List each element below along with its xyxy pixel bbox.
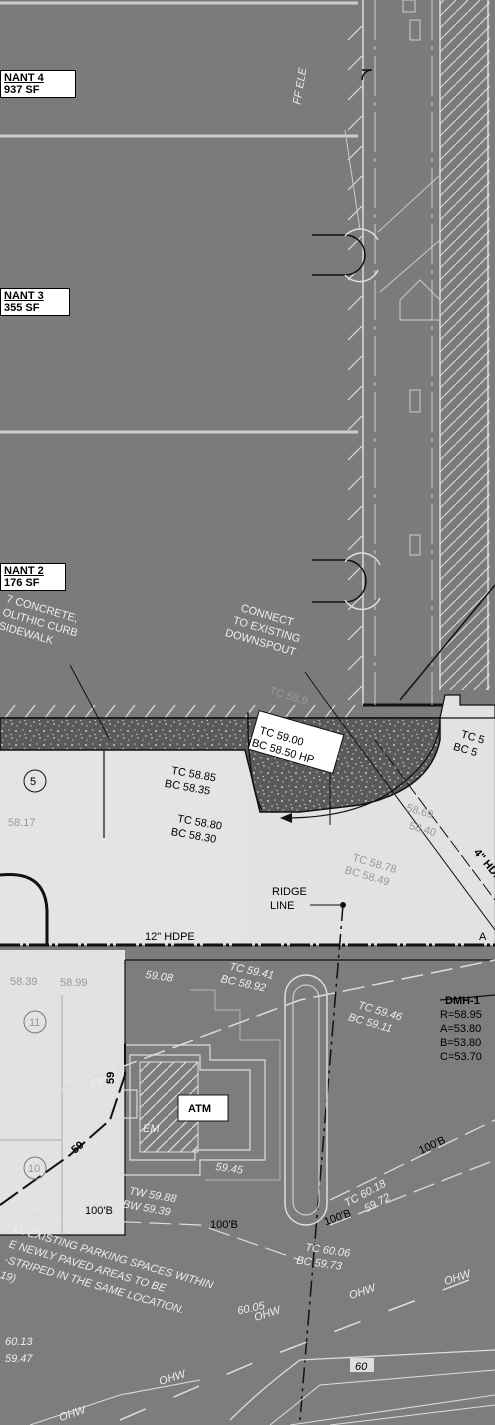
spot-grade: 58.99: [60, 977, 88, 989]
stall-number: 10: [28, 1163, 40, 1175]
svg-text:RIDGE: RIDGE: [272, 886, 307, 898]
tenant-area: 176 SF: [4, 577, 40, 589]
pipe-letter: A: [479, 931, 487, 943]
svg-text:DMH-1: DMH-1: [445, 995, 480, 1007]
spot-grade: 59: [88, 1076, 104, 1092]
em-label: EM: [143, 1123, 160, 1135]
stall-number: 5: [30, 776, 36, 788]
spot-grade: 59.45: [215, 1161, 245, 1177]
building-area: [0, 0, 495, 718]
svg-text:B=53.80: B=53.80: [440, 1037, 481, 1049]
atm-label-box: [177, 1094, 229, 1122]
spot-grade: 58.17: [8, 817, 36, 829]
tenant-label-4: NANT 4 937 SF: [0, 70, 76, 98]
tenant-area: 937 SF: [4, 84, 40, 96]
dmh-callout: DMH-1 R=58.95 A=53.80 B=53.80 C=53.70: [440, 995, 482, 1063]
atm-label: ATM: [188, 1103, 211, 1115]
tenant-name: NANT 2: [4, 565, 44, 577]
spot-grade: 59.08: [145, 969, 175, 985]
pipe-label-12in: 12" HDPE: [145, 931, 195, 943]
tenant-name: NANT 4: [4, 72, 44, 84]
contour-label: 59: [105, 1072, 117, 1084]
stall-number: 11: [29, 1017, 40, 1029]
spot-grade: 60.13: [5, 1336, 33, 1348]
ridge-callout: RIDGE LINE: [270, 886, 307, 912]
tenant-label-2: NANT 2 176 SF: [0, 563, 66, 591]
spot-grade: 58.39: [10, 976, 38, 988]
door-symbols: [312, 69, 381, 611]
svg-text:A=53.80: A=53.80: [440, 1023, 481, 1035]
wall-hatch: [347, 25, 363, 701]
svg-text:C=53.70: C=53.70: [440, 1051, 482, 1063]
svg-text:R=58.95: R=58.95: [440, 1009, 482, 1021]
tenant-name: NANT 3: [4, 290, 44, 302]
sidewalk-hatch: [4, 704, 356, 719]
spot-grade: 60.05: [236, 1300, 266, 1318]
pipe-label-100b: 100'B: [85, 1205, 113, 1217]
svg-text:LINE: LINE: [270, 900, 294, 912]
spot-grade: 59.47: [5, 1353, 33, 1365]
pipe-label-100b: 100'B: [210, 1219, 238, 1231]
contour-label: 60: [355, 1361, 368, 1373]
tenant-label-3: NANT 3 355 SF: [0, 288, 70, 316]
tenant-area: 355 SF: [4, 302, 40, 314]
svg-text:19): 19): [0, 1269, 18, 1285]
